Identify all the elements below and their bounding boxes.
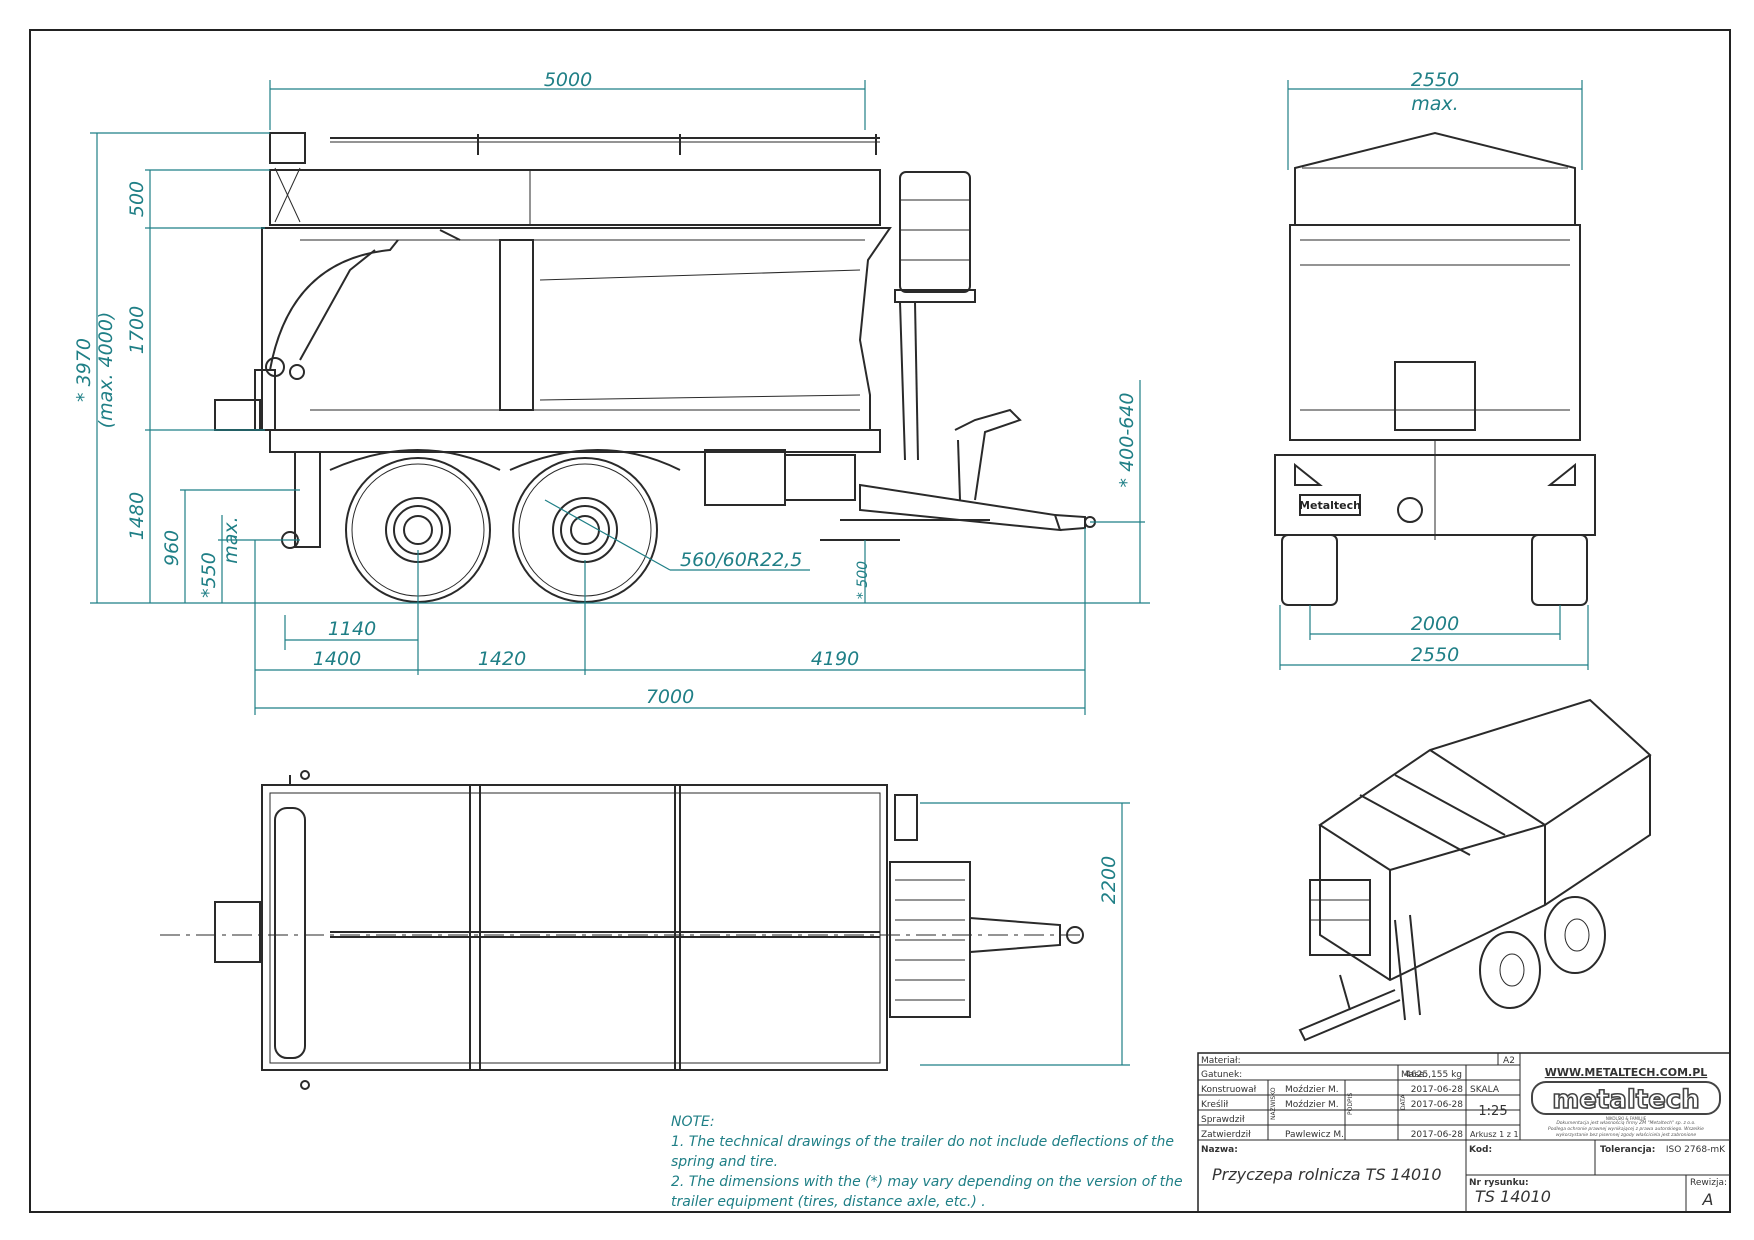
dim-550: *550: [198, 552, 220, 598]
dim-500-small: * 500: [855, 561, 871, 599]
dim-7000: 7000: [646, 686, 694, 708]
tb-sprawdzil-label: Sprawdził: [1201, 1115, 1245, 1125]
tb-disclaimer-2: Podlega ochronie prawnej wynikającej z p…: [1548, 1126, 1704, 1132]
note-line-1b: spring and tire.: [671, 1154, 778, 1170]
tb-logo: metaltech: [1552, 1085, 1700, 1115]
tb-data-label: DATA: [1400, 1094, 1407, 1110]
dim-rear-2000: 2000: [1411, 613, 1459, 635]
tb-rewizja-label: Rewizja:: [1690, 1178, 1727, 1188]
rear-view-dimensions: 2550 max. 2000 2550: [1279, 69, 1589, 670]
tb-format: A2: [1503, 1056, 1515, 1066]
tb-konstruowal-label: Konstruował: [1201, 1085, 1257, 1095]
note-line-1: 1. The technical drawings of the trailer…: [671, 1134, 1174, 1150]
tb-nazwa-value: Przyczepa rolnicza TS 14010: [1212, 1165, 1442, 1184]
tb-zatwierdzil-name: Pawlewicz M.: [1285, 1130, 1344, 1140]
dim-top-2200: 2200: [1098, 856, 1120, 904]
isometric-view: [1298, 698, 1652, 1042]
tb-tolerancja-label: Tolerancja:: [1600, 1145, 1655, 1155]
tb-disclaimer-3: wykorzystanie bez pisemnej zgody właścic…: [1556, 1131, 1697, 1138]
dim-400-640: * 400-640: [1116, 393, 1138, 488]
tb-nazwisko-label: NAZWISKO: [1270, 1087, 1277, 1120]
tb-kreslil-label: Kreślił: [1201, 1099, 1229, 1110]
side-view-dimensions: 5000 * 3970 (max. 4000) 500 1700 1480 96…: [73, 69, 1150, 715]
dim-rear-2550-top: 2550: [1411, 69, 1459, 91]
tb-tolerancja-value: ISO 2768-mK: [1666, 1145, 1726, 1155]
tb-date-2: 2017-06-28: [1411, 1100, 1464, 1110]
tb-nr-rysunku-value: TS 14010: [1475, 1187, 1551, 1206]
tb-masa-value: 4625,155 kg: [1405, 1070, 1462, 1080]
note-line-2b: trailer equipment (tires, distance axle,…: [671, 1194, 986, 1210]
tb-date-1: 2017-06-28: [1411, 1085, 1464, 1095]
tb-arkusz: Arkusz 1 z 1: [1470, 1130, 1519, 1139]
tb-konstruowal-name: Moździer M.: [1285, 1085, 1339, 1095]
dim-1400: 1400: [313, 648, 361, 670]
title-block: Materiał: A2 Gatunek: Masa: 4625,155 kg …: [1197, 1052, 1731, 1213]
tb-date-3: 2017-06-28: [1411, 1130, 1464, 1140]
tb-masa-label: Masa:: [1401, 1070, 1428, 1080]
dim-length-5000: 5000: [544, 69, 592, 91]
notes: NOTE: 1. The technical drawings of the t…: [671, 1114, 1183, 1210]
tb-website: WWW.METALTECH.COM.PL: [1545, 1066, 1708, 1079]
tb-nazwa-label: Nazwa:: [1201, 1145, 1238, 1155]
top-view: [160, 770, 1084, 1090]
dim-960: 960: [161, 530, 183, 566]
rear-view: Metaltech: [1274, 131, 1596, 606]
tb-nr-rysunku-label: Nr rysunku:: [1469, 1178, 1529, 1188]
tb-skala-value: 1:25: [1478, 1104, 1507, 1119]
dim-1700: 1700: [126, 306, 148, 354]
tb-kod-label: Kod:: [1469, 1145, 1492, 1155]
note-line-2: 2. The dimensions with the (*) may vary …: [671, 1174, 1183, 1190]
rear-plate-label: Metaltech: [1299, 499, 1361, 512]
dim-550-max: max.: [220, 516, 242, 563]
tb-zatwierdzil-label: Zatwierdził: [1201, 1130, 1251, 1140]
tb-material-label: Materiał:: [1201, 1056, 1241, 1066]
tire-size-label: 560/60R22,5: [680, 549, 802, 571]
note-title: NOTE:: [671, 1114, 715, 1130]
dim-height-3970: * 3970: [73, 338, 95, 402]
tb-kreslil-name: Moździer M.: [1285, 1100, 1339, 1110]
tb-disclaimer-1: Dokumentacja jest własnością firmy ZM "M…: [1556, 1119, 1695, 1126]
tb-rewizja-value: A: [1702, 1190, 1714, 1209]
tb-gatunek-label: Gatunek:: [1201, 1070, 1242, 1080]
dim-rear-max: max.: [1411, 93, 1458, 115]
sheet-border: [29, 29, 1731, 1213]
tb-skala-label: SKALA: [1470, 1085, 1500, 1095]
dim-height-max-4000: (max. 4000): [95, 312, 117, 429]
dim-1480: 1480: [126, 492, 148, 540]
dim-500: 500: [126, 181, 148, 217]
top-view-dimensions: 2200: [920, 802, 1130, 1066]
dim-4190: 4190: [811, 648, 859, 670]
dim-1140: 1140: [328, 618, 376, 640]
dim-rear-2550-bottom: 2550: [1411, 644, 1459, 666]
dim-1420: 1420: [478, 648, 526, 670]
side-view: [214, 132, 1096, 603]
tb-logo-sub: NIKOLSKI & FAMILIJE: [1606, 1116, 1647, 1121]
tb-podpis-label: PODPIS: [1347, 1093, 1354, 1115]
